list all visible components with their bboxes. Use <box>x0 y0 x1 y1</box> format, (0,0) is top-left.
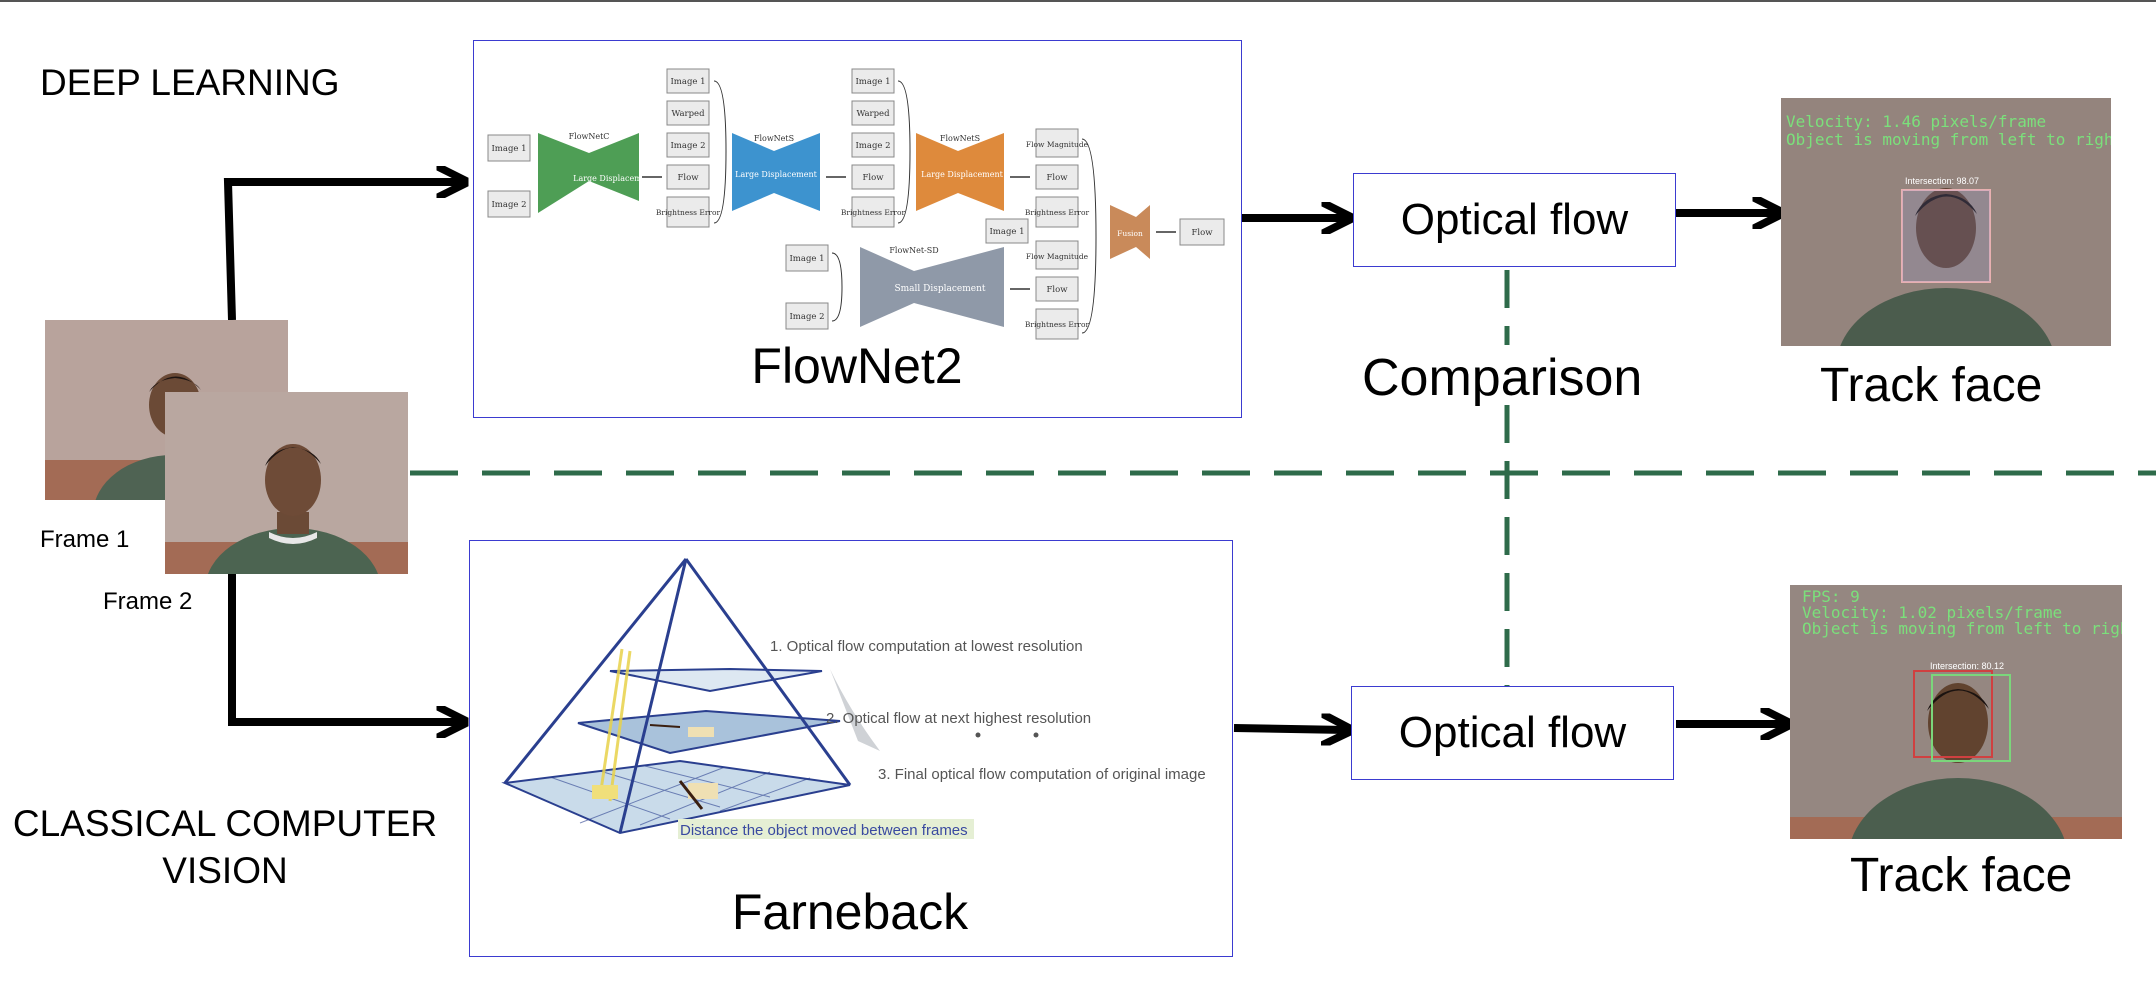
classical-vision-label-line2: VISION <box>162 850 288 891</box>
flownet2-box: Image 1 Image 2 FlowNetC Large Displacem… <box>473 40 1242 418</box>
s3-brightness: Brightness Error <box>1025 208 1090 217</box>
bottom-fps-text: FPS: 9 <box>1802 587 1860 606</box>
arrow-frames-to-farneback <box>228 572 462 722</box>
flownets-orange-label: FlowNetS <box>940 134 980 143</box>
frame1-label: Frame 1 <box>40 526 130 553</box>
s2-image2: Image 2 <box>855 141 890 151</box>
optical-flow-box-bottom: Optical flow <box>1351 686 1674 780</box>
fnc-image2-text: Image 2 <box>491 200 526 210</box>
s1-flow: Flow <box>677 173 699 183</box>
optical-flow-box-top: Optical flow <box>1353 173 1676 267</box>
final-flow: Flow <box>1191 228 1213 238</box>
s4-flow-mag: Flow Magnitude <box>1026 252 1089 261</box>
track-face-label-top: Track face <box>1820 359 2043 412</box>
pyramid-step1: 1. Optical flow computation at lowest re… <box>770 638 1083 655</box>
flownets-blue-shape <box>732 133 820 211</box>
fnc-image1-text: Image 1 <box>491 144 526 154</box>
track-face-image-top: Velocity: 1.46 pixels/frame Object is mo… <box>1781 98 2111 346</box>
fusion-shape <box>1110 205 1150 259</box>
frame2-image <box>165 392 408 574</box>
flownets-blue-ld: Large Displacement <box>735 170 818 179</box>
farneback-box: 1. Optical flow computation at lowest re… <box>469 540 1233 957</box>
flownet2-architecture-diagram: Image 1 Image 2 FlowNetC Large Displacem… <box>487 68 1225 340</box>
s1-image1: Image 1 <box>670 77 705 87</box>
pyramid-distance: Distance the object moved between frames <box>680 822 968 839</box>
bottom-intersection-text: Intersection: 80.12 <box>1930 661 2005 671</box>
s1-image2: Image 2 <box>670 141 705 151</box>
top-intersection-text: Intersection: 98.07 <box>1905 176 1980 186</box>
flownetc-label: FlowNetC <box>569 132 610 141</box>
classical-vision-label-line1: CLASSICAL COMPUTER <box>12 803 438 844</box>
flownets-orange-shape <box>916 133 1004 211</box>
s2-warped: Warped <box>856 109 890 119</box>
track-face-label-bottom: Track face <box>1850 849 2073 902</box>
s1-brightness: Brightness Error <box>656 208 721 217</box>
fusion-label: Fusion <box>1117 229 1143 238</box>
s2-brightness: Brightness Error <box>841 208 906 217</box>
s4-brightness: Brightness Error <box>1025 320 1090 329</box>
pyramid-step3: 3. Final optical flow computation of ori… <box>878 766 1206 783</box>
flownets-blue-label: FlowNetS <box>754 134 794 143</box>
bottom-velocity-text: Velocity: 1.02 pixels/frame <box>1802 603 2063 622</box>
s3-image1: Image 1 <box>989 227 1024 237</box>
s3-flow: Flow <box>1046 173 1068 183</box>
s2-image1: Image 1 <box>855 77 890 87</box>
bottom-direction-text: Object is moving from left to right <box>1802 619 2122 638</box>
s2-flow: Flow <box>862 173 884 183</box>
farneback-title: Farneback <box>731 884 969 940</box>
s3-flow-mag: Flow Magnitude <box>1026 140 1089 149</box>
top-velocity-text: Velocity: 1.46 pixels/frame <box>1786 112 2047 131</box>
sd-image2: Image 2 <box>789 312 824 322</box>
frame2-label: Frame 2 <box>103 588 193 615</box>
deep-learning-label: DEEP LEARNING <box>40 62 340 103</box>
track-face-image-bottom: FPS: 9 Velocity: 1.02 pixels/frame Objec… <box>1790 585 2122 839</box>
flownets-orange-ld: Large Displacement <box>921 170 1004 179</box>
top-direction-text: Object is moving from left to right <box>1786 130 2111 149</box>
flownetc-shape <box>538 133 639 213</box>
flownetc-ld: Large Displacement <box>573 174 656 183</box>
flownetsd-shape <box>860 247 1004 327</box>
s1-warped: Warped <box>671 109 705 119</box>
arrow-farneback-to-optical-flow <box>1233 728 1347 730</box>
arrow-frames-to-flownet2 <box>223 182 462 321</box>
flownetsd-sd: Small Displacement <box>894 284 985 294</box>
pyramid-diagram: 1. Optical flow computation at lowest re… <box>501 558 1206 839</box>
comparison-label: Comparison <box>1362 349 1643 407</box>
flownetsd-label: FlowNet-SD <box>889 246 938 255</box>
s4-flow: Flow <box>1046 285 1068 295</box>
flownet2-title: FlowNet2 <box>751 338 963 394</box>
pyramid-step2: 2. Optical flow at next highest resoluti… <box>826 710 1091 727</box>
sd-image1: Image 1 <box>789 254 824 264</box>
